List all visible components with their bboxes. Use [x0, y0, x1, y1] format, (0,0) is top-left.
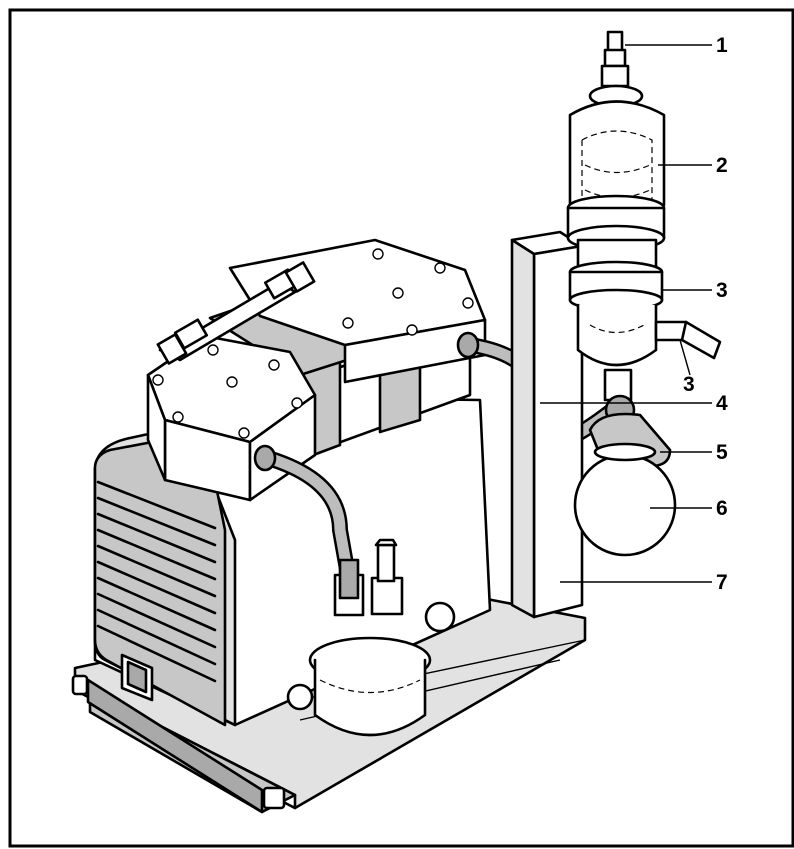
head-screws [152, 248, 474, 439]
cooling-grille [96, 480, 217, 683]
pump-feet [286, 601, 456, 711]
callout-7: 7 [716, 571, 728, 594]
head-connector [156, 261, 316, 365]
callout-2: 2 [716, 154, 728, 177]
condenser [566, 30, 722, 426]
callout-labels: 1 2 3 3 4 5 6 7 [683, 34, 728, 594]
callout-5: 5 [716, 441, 728, 464]
callout-3-upper: 3 [716, 279, 728, 302]
round-flask [573, 442, 677, 557]
callout-1: 1 [716, 34, 728, 57]
leader-lines [540, 44, 712, 583]
figure-frame [8, 8, 794, 848]
separator-bottle [308, 538, 432, 737]
callout-3-lower: 3 [683, 373, 695, 396]
hose-left [253, 444, 356, 583]
callout-6: 6 [716, 497, 728, 520]
power-switch [120, 653, 154, 702]
callout-4: 4 [716, 392, 728, 415]
